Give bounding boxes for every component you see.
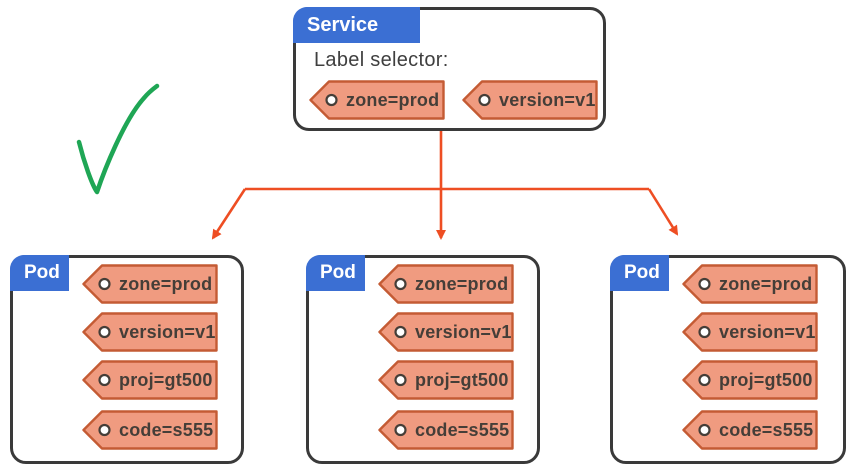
pod-label: code=s555 [119,420,213,440]
pod-label: version=v1 [415,322,512,342]
tag-hole-icon [698,373,711,387]
selector-tag-icon: zone=prod [309,80,445,120]
pod-label: proj=gt500 [415,370,509,390]
pod-label-tag-icon: zone=prod [378,264,514,304]
pod-box: Pod zone=prod version=v1 proj=gt500 code… [610,255,846,464]
tag-hole-icon [394,423,407,437]
pod-tab: Pod [306,255,365,291]
pod-label: zone=prod [415,274,508,294]
label-selector-heading: Label selector: [314,49,449,71]
tag-hole-icon [478,93,491,107]
selector-tag-label: version=v1 [499,90,596,110]
pod-label: version=v1 [719,322,816,342]
pod-box: Pod zone=prod version=v1 proj=gt500 code… [10,255,244,464]
pod-label-tag-icon: zone=prod [682,264,818,304]
selector-tag-label: zone=prod [346,90,439,110]
pod-label-tag-icon: code=s555 [378,410,514,450]
pod-label: zone=prod [119,274,212,294]
service-box: Service Label selector: zone=prod versio… [293,7,606,131]
pod-label: proj=gt500 [719,370,813,390]
pod-tab: Pod [610,255,669,291]
pod-label-tag-icon: code=s555 [682,410,818,450]
pod-title: Pod [624,262,660,283]
pod-label: proj=gt500 [119,370,213,390]
pod-label-tag-icon: proj=gt500 [378,360,514,400]
tag-hole-icon [698,277,711,291]
pod-label-tag-icon: code=s555 [82,410,218,450]
tag-hole-icon [394,373,407,387]
pod-title: Pod [24,262,60,283]
pod-label-tag-icon: version=v1 [378,312,514,352]
tag-hole-icon [98,423,111,437]
tag-hole-icon [698,325,711,339]
pod-label: code=s555 [415,420,509,440]
pod-title: Pod [320,262,356,283]
service-title: Service [307,13,379,36]
tag-hole-icon [325,93,338,107]
service-tab: Service [293,7,420,43]
pod-label-tag-icon: zone=prod [82,264,218,304]
pod-label-tag-icon: version=v1 [682,312,818,352]
tag-hole-icon [98,325,111,339]
tag-hole-icon [394,325,407,339]
tag-hole-icon [98,373,111,387]
pod-tab: Pod [10,255,69,291]
tag-hole-icon [98,277,111,291]
selector-tag-icon: version=v1 [462,80,598,120]
pod-label-tag-icon: version=v1 [82,312,218,352]
tag-hole-icon [698,423,711,437]
pod-label: version=v1 [119,322,216,342]
pod-label-tag-icon: proj=gt500 [682,360,818,400]
arrow-to-pod-left [211,188,247,240]
pod-box: Pod zone=prod version=v1 proj=gt500 code… [306,255,540,464]
tag-hole-icon [394,277,407,291]
pod-label-tag-icon: proj=gt500 [82,360,218,400]
arrow-to-pod-right [647,188,679,236]
checkmark-icon [76,83,160,195]
pod-label: zone=prod [719,274,812,294]
pod-label: code=s555 [719,420,813,440]
